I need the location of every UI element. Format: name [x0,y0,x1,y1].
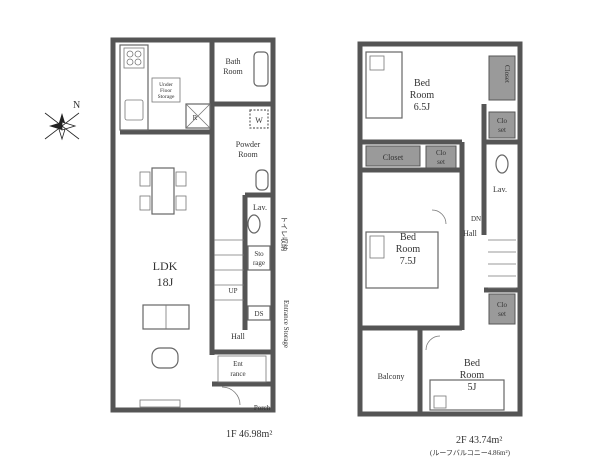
ds-box [247,305,271,321]
powder-room-label: Powder [236,140,261,149]
bathtub-icon [253,51,269,87]
storage-label: rage [253,259,265,267]
closet-small-label: set [437,158,445,166]
floor2-outer-wall [357,41,523,417]
bed2-door-swing [431,209,447,225]
bed1-bed [365,51,403,119]
toilet-storage-label: トイレ収納 [280,216,289,251]
bed2-label: Room [396,244,421,255]
bath-room-label: Bath [225,57,240,66]
closet-top-small [488,111,516,139]
closet-horizontal-label: Closet [383,153,404,162]
bath-room-label: Room [223,67,243,76]
bed1-label: Bed [414,78,430,89]
lav-label: Lav. [253,203,267,212]
under-floor-label: Under [159,82,173,88]
bed3-label: Room [460,370,485,381]
kitchen-sink-icon [124,99,144,121]
ds-label: DS [255,310,264,318]
toilet-2f-icon [495,154,509,174]
entrance-area [217,355,267,383]
bed2-bed [365,231,439,289]
bed2-size-label: 7.5J [400,256,417,267]
storage-room [247,245,271,271]
closet-bottom-label: set [498,310,506,318]
stove-icon [123,47,145,69]
balcony-label: Balcony [378,372,405,381]
floor2-area-label: 2F 43.74m² [456,435,502,446]
toilet-icon [247,214,261,234]
floor2-stairs [488,239,516,289]
entrance-label: rance [230,370,245,378]
under-floor-label: Storage [158,94,175,100]
bed1-size-label: 6.5J [414,102,431,113]
entrance-storage-label: Entrance Storage [282,300,290,348]
closet-vertical-label: Closet [503,65,511,83]
ldk-label: LDK [153,259,178,273]
floor1-stairs [214,239,244,301]
bed2-label: Bed [400,232,416,243]
refrigerator [185,103,211,129]
closet-horizontal [365,145,421,167]
bed1-label: Room [410,90,435,101]
entrance-door-swing [221,386,241,406]
bed3-label: Bed [464,358,480,369]
compass: N [44,100,80,141]
closet-bottom [488,293,516,325]
closet-top-label: set [498,126,506,134]
compass-north-label: N [73,100,80,111]
compass-west-arrow [49,122,62,130]
dining-table [151,167,175,215]
kitchen-counter [119,44,149,131]
floor1-window [139,399,181,408]
ldk-size-label: 18J [157,275,174,289]
floor1-area-label: 1F 46.98m² [226,429,272,440]
powder-room-label: Room [238,150,258,159]
fridge-label: R [193,114,198,122]
bed3-door-swing [425,335,441,351]
floor1-outer-wall [110,37,276,413]
porch-label: Porch [254,404,271,412]
under-floor-label: Floor [160,88,172,94]
bed3-size-label: 5J [468,382,477,393]
roof-balcony-label: (ルーフバルコニー4.86m²) [430,449,511,457]
lav-2f-label: Lav. [493,185,507,194]
dn-label: DN [471,215,481,223]
floor1-plan: Under Floor Storage R LDK 18J Bath Room … [110,37,290,440]
up-label: UP [229,287,238,295]
floor2-plan: Bed Room 6.5J Closet Clo set Closet Clo … [357,41,523,457]
closet-bottom-label: Clo [497,301,508,309]
powder-sink-icon [255,169,269,191]
coffee-table [151,347,179,369]
under-floor-storage [151,77,181,103]
closet-small [425,145,457,169]
closet-vertical [488,55,516,101]
compass-east-arrow [61,121,77,131]
entrance-label: Ent [233,360,243,368]
bed3-bed [429,379,505,411]
closet-small-label: Clo [436,149,447,157]
storage-label: Sto [254,250,264,258]
hall-label: Hall [231,332,246,341]
hall-2f-label: Hall [463,229,478,238]
closet-top-label: Clo [497,117,508,125]
washer-label: W [255,116,263,125]
washer-space [249,109,269,129]
